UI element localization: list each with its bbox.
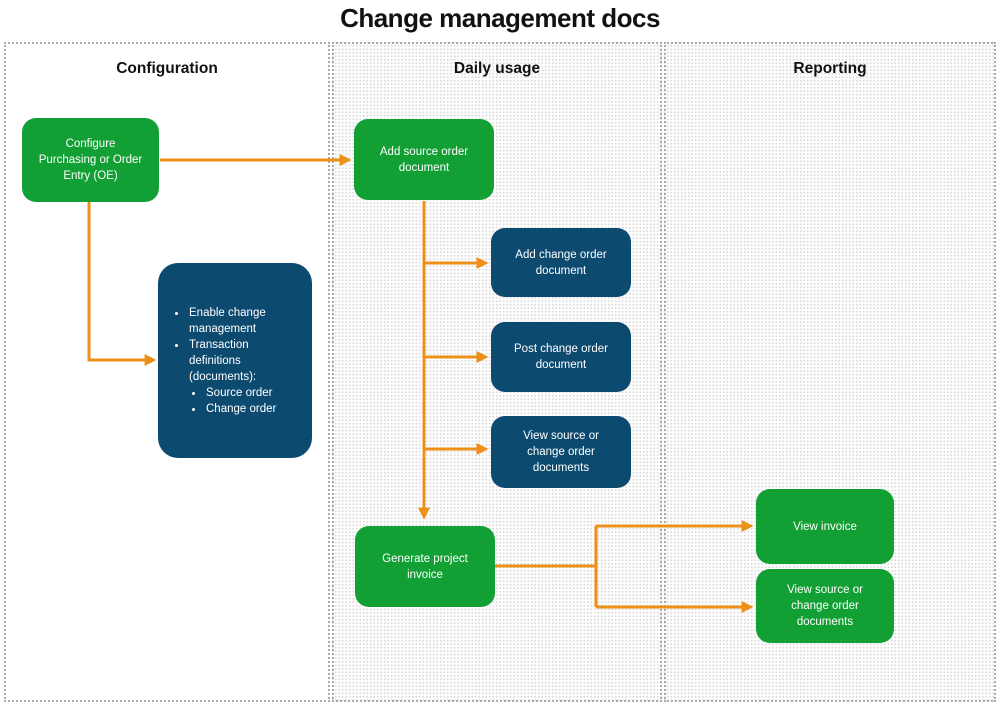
node-view-invoice: View invoice <box>756 489 894 564</box>
lane-reporting-header: Reporting <box>793 60 867 77</box>
node-label: Generate project invoice <box>382 552 468 581</box>
node-label: Add change order document <box>515 248 607 277</box>
lane-daily-usage-header: Daily usage <box>453 60 541 77</box>
node-label: View source or change order documents <box>523 430 599 474</box>
node-generate-project-invoice: Generate project invoice <box>355 526 495 607</box>
details-bullet-1: Enable change management <box>189 306 266 335</box>
node-label: View invoice <box>793 520 857 533</box>
node-label: Post change order document <box>514 343 608 371</box>
lane-configuration-header: Configuration <box>116 60 218 77</box>
node-post-change-order: Post change order document <box>491 322 631 392</box>
node-view-source-change-daily: View source or change order documents <box>491 416 631 488</box>
node-add-source-order: Add source order document <box>354 119 494 200</box>
lane-reporting: Reporting <box>664 42 996 702</box>
node-label: Configure Purchasing or Order Entry (OE) <box>38 138 143 182</box>
node-configuration-details: Enable change management Transaction def… <box>158 263 312 458</box>
configuration-details-list: Enable change management Transaction def… <box>174 305 302 417</box>
details-bullet-2: Transaction definitions (documents): <box>189 338 257 383</box>
node-configure-purchasing-oe: Configure Purchasing or Order Entry (OE) <box>22 118 159 202</box>
node-label: Add source order document <box>379 145 469 174</box>
node-label: View source or change order documents <box>787 584 863 628</box>
node-add-change-order: Add change order document <box>491 228 631 297</box>
details-sub-bullet-2: Change order <box>206 402 277 415</box>
node-view-source-change-report: View source or change order documents <box>756 569 894 643</box>
details-sub-bullet-1: Source order <box>206 386 273 399</box>
page-title: Change management docs <box>340 3 660 33</box>
